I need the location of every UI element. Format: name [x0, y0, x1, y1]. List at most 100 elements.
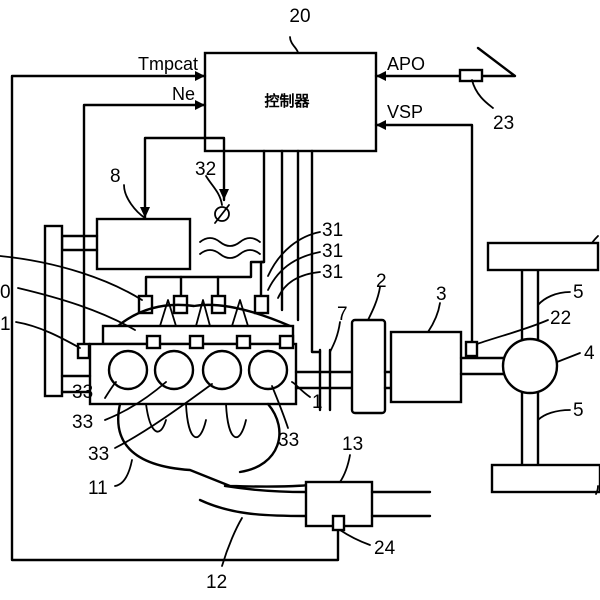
injector-4 — [253, 294, 270, 315]
leader-11 — [114, 459, 133, 487]
leader-1 — [291, 381, 311, 398]
label-24: 24 — [374, 538, 396, 559]
differential-4 — [501, 337, 559, 395]
intake-port-curve — [116, 303, 292, 328]
controller-label: 控制器 — [264, 92, 310, 110]
plug-1 — [145, 334, 162, 350]
flywheel-7 — [318, 348, 332, 412]
leader-4 — [556, 352, 581, 363]
wheel-bottom — [490, 463, 600, 494]
cylinder-1 — [107, 349, 149, 391]
leader-edge-a — [0, 255, 143, 301]
transmission-3 — [389, 330, 463, 404]
vsp-arrowhead — [376, 120, 386, 130]
label-3: 3 — [436, 284, 447, 305]
label-32: 32 — [195, 159, 216, 180]
leader-2 — [367, 286, 381, 321]
label-1: 1 — [312, 392, 323, 413]
ne-signal-line — [82, 103, 207, 354]
label-11: 11 — [88, 478, 108, 499]
leader-24 — [339, 529, 371, 546]
leader-31a — [267, 231, 321, 277]
label-ne: Ne — [172, 84, 195, 104]
break-line-top — [199, 237, 261, 247]
exhaust-runner-2 — [185, 403, 207, 439]
crank-sensor-line — [310, 149, 322, 354]
leader-13 — [339, 454, 351, 483]
vsp-signal-line — [374, 123, 474, 344]
leader-33d — [271, 385, 289, 429]
throttle-output-line — [143, 136, 226, 220]
label-8: 8 — [110, 166, 121, 187]
label-13: 13 — [342, 434, 363, 455]
leader-20 — [289, 36, 299, 54]
tailpipe — [370, 490, 432, 518]
leader-5b — [537, 409, 571, 421]
leader-32 — [205, 175, 223, 206]
exhaust-manifold-right — [238, 402, 281, 474]
leader-wheel-bottom — [595, 485, 599, 495]
throttle-arrowhead — [140, 207, 150, 218]
tmpcat-arrowhead — [195, 71, 205, 81]
tmpcat-signal-line — [10, 74, 340, 562]
break-line-bottom — [199, 249, 261, 259]
leader-23 — [471, 79, 494, 109]
speed-sensor-22 — [464, 340, 479, 358]
output-shaft — [294, 370, 354, 390]
injector-bus — [144, 260, 266, 298]
exhaust-runner-1 — [145, 403, 167, 433]
apo-arrowhead — [376, 71, 386, 81]
label-edge-1: 1 — [0, 314, 11, 335]
label-33b: 33 — [72, 412, 93, 433]
label-12: 12 — [206, 572, 227, 593]
label-5b: 5 — [573, 400, 584, 421]
injector-line-4 — [259, 149, 266, 298]
label-20: 20 — [289, 6, 310, 27]
sensor32-arrowhead — [219, 189, 229, 200]
plug-3 — [235, 334, 252, 350]
leader-31b — [267, 251, 321, 291]
label-31a: 31 — [322, 220, 343, 241]
torque-converter-2 — [350, 318, 387, 415]
leader-5a — [537, 291, 571, 306]
intake-runner — [60, 234, 99, 252]
port-spike-2 — [195, 299, 211, 327]
label-tmpcat: Tmpcat — [138, 54, 198, 74]
port-spike-1 — [159, 299, 177, 327]
temp-sensor-24 — [331, 514, 346, 532]
label-apo: APO — [387, 54, 425, 74]
leader-wheel-top — [591, 235, 599, 244]
axle-lower — [520, 391, 540, 467]
leader-7 — [329, 321, 341, 353]
leader-31c — [277, 271, 321, 299]
label-4: 4 — [584, 343, 595, 364]
cylinder-3 — [201, 349, 243, 391]
ne-arrowhead — [195, 100, 205, 110]
leader-33c — [114, 383, 213, 449]
plug-2 — [188, 334, 205, 350]
label-33d: 33 — [278, 430, 299, 451]
wheel-top — [486, 241, 600, 272]
label-31b: 31 — [322, 241, 343, 262]
plug-4 — [278, 334, 295, 350]
label-5a: 5 — [573, 282, 584, 303]
leader-edge-1 — [15, 321, 81, 349]
crank-left — [60, 374, 92, 394]
sensor32-slash — [214, 204, 230, 224]
label-2: 2 — [376, 271, 387, 292]
leader-edge-0 — [17, 287, 136, 331]
port-spike-3 — [231, 299, 249, 327]
label-7: 7 — [337, 304, 348, 325]
label-edge-0: 0 — [0, 282, 11, 303]
label-31c: 31 — [322, 262, 343, 283]
label-33a: 33 — [72, 382, 93, 403]
label-22: 22 — [550, 308, 571, 329]
exhaust-runner-3 — [225, 403, 247, 439]
leader-12 — [221, 517, 243, 567]
leader-22 — [476, 319, 549, 345]
propeller-shaft — [459, 356, 507, 376]
leader-8 — [123, 184, 146, 219]
cylinder-4 — [247, 349, 289, 391]
